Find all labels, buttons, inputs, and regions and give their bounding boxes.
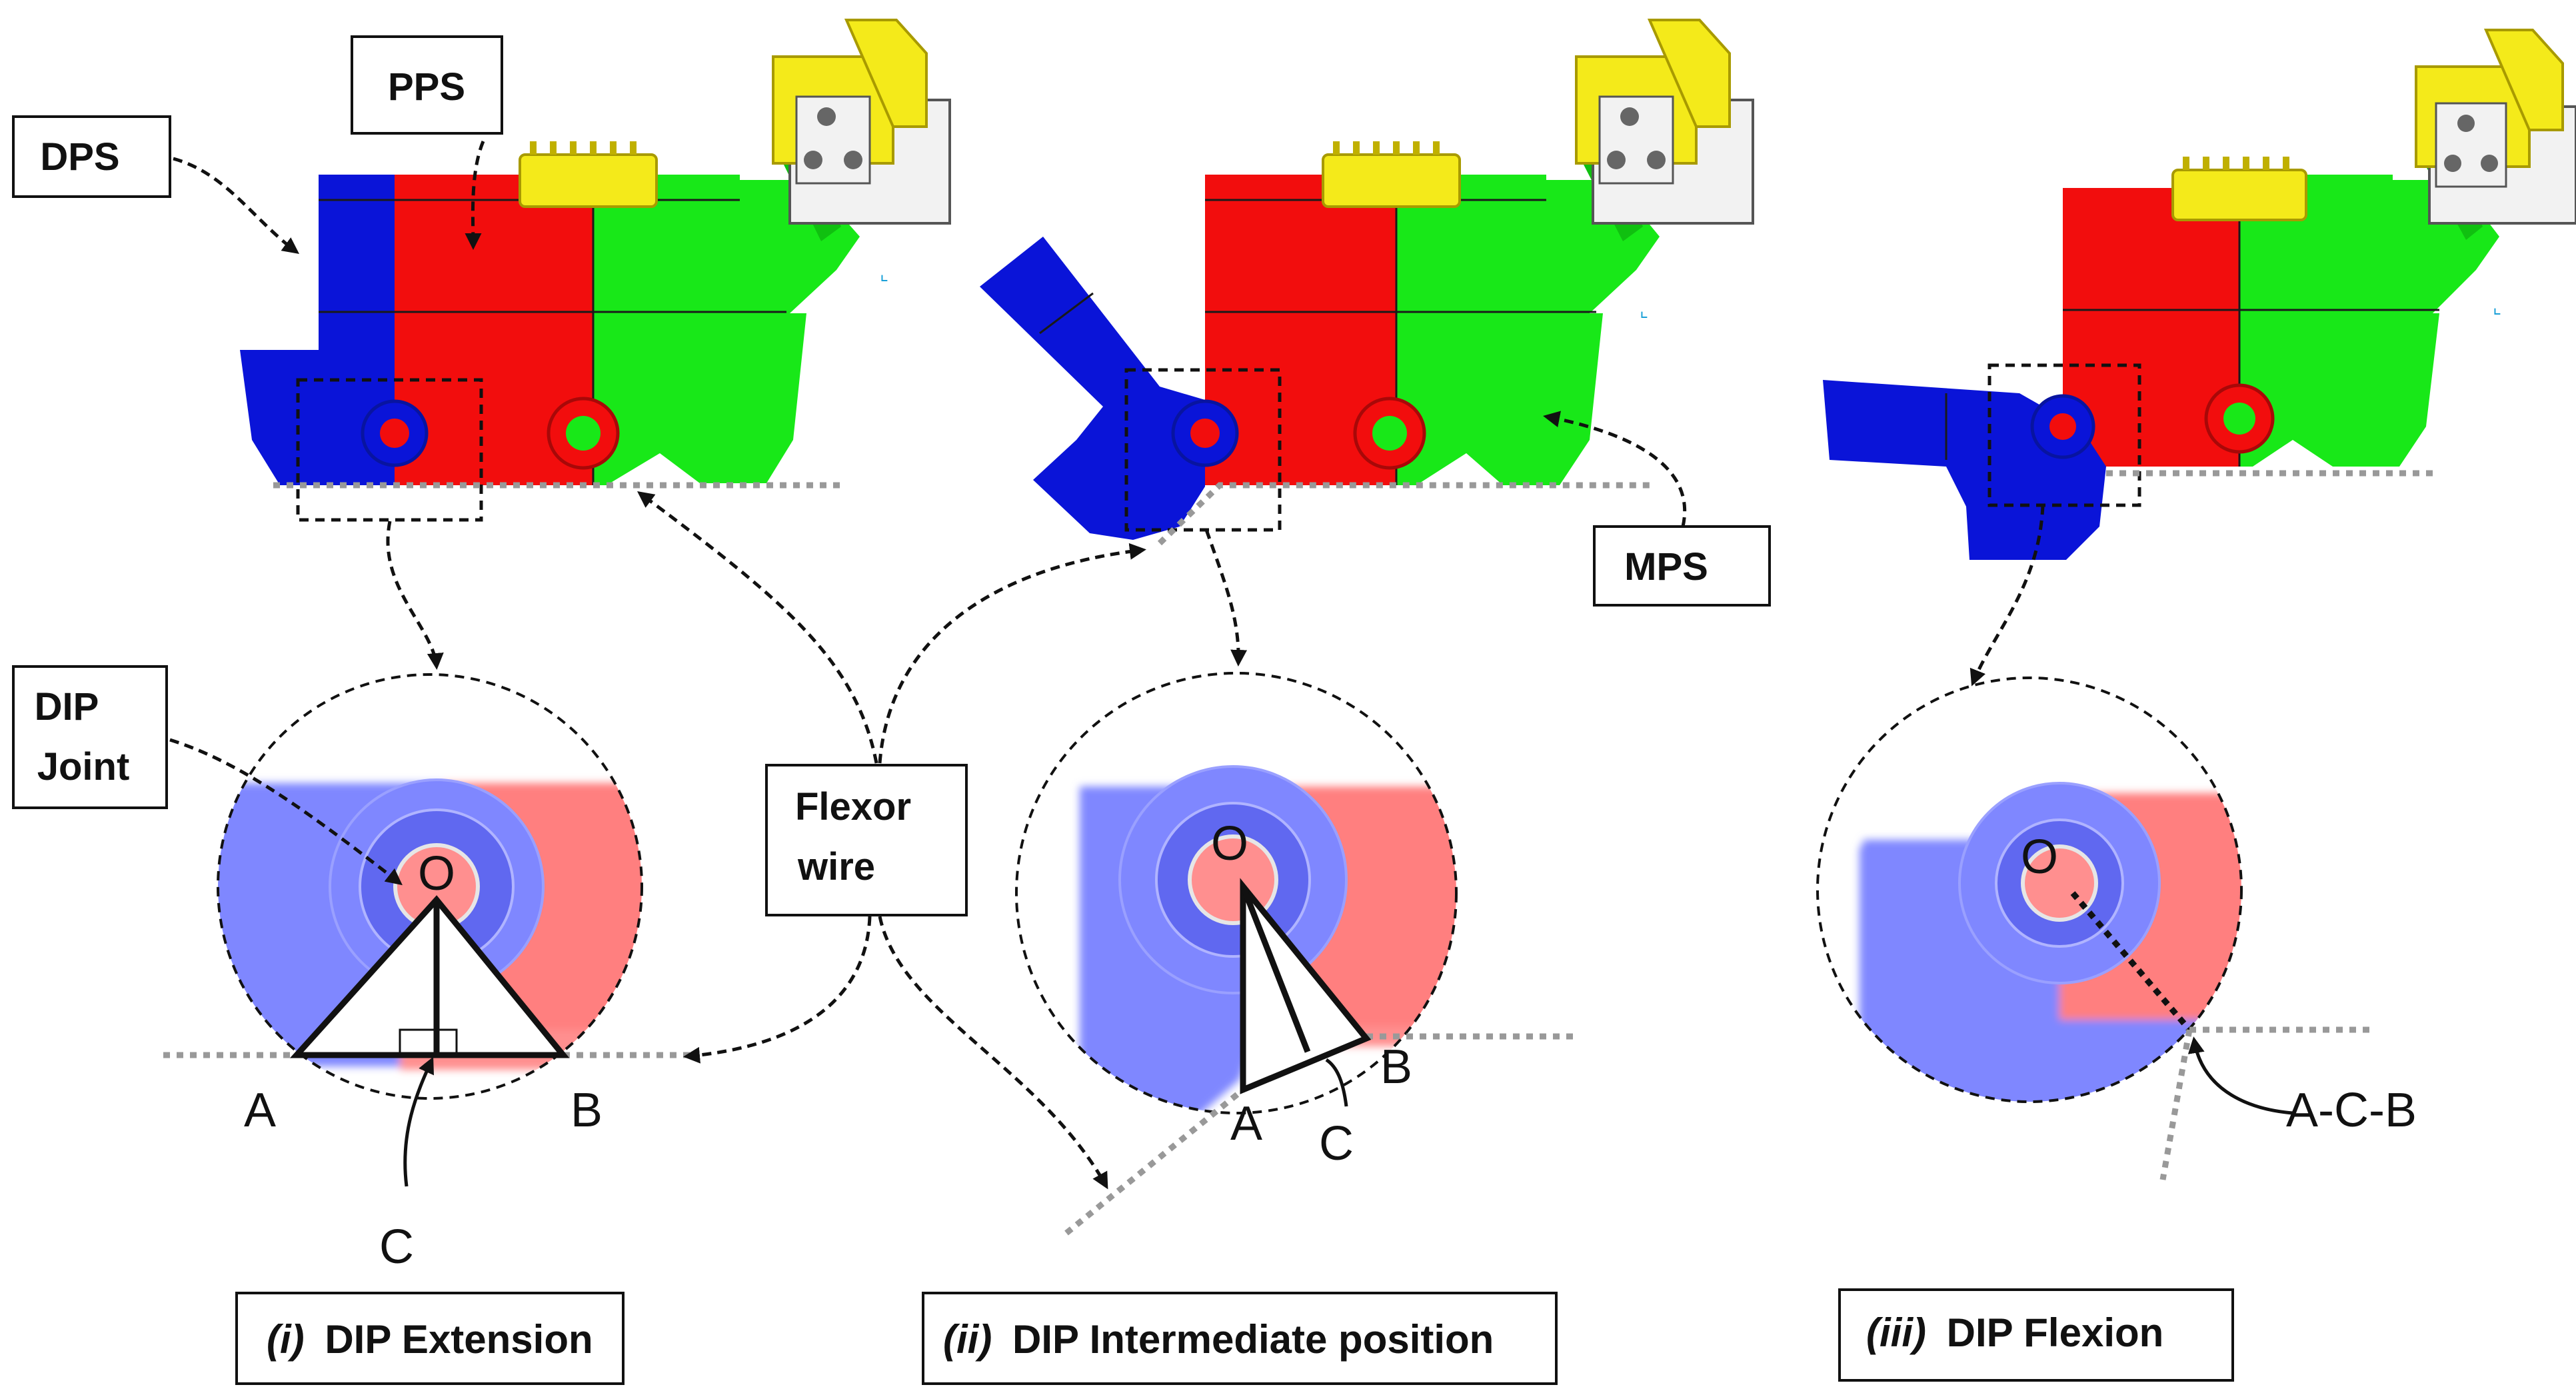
yellow-connector-icon (1322, 141, 1461, 208)
label-dip-joint: DIP Joint (12, 665, 168, 809)
flexor-leader-panel2-top (878, 543, 1146, 764)
svg-text:wire: wire (797, 845, 875, 888)
dip-joint-pin (361, 399, 429, 467)
svg-text:MPS: MPS (1624, 545, 1708, 589)
triangle-oab (1240, 878, 1372, 1094)
caption-panel1: (i) DIP Extension (235, 1292, 625, 1385)
flexor-wire-line (1157, 482, 1653, 546)
dps-leader (173, 157, 300, 254)
caption-panel2: (ii) DIP Intermediate position (922, 1292, 1558, 1385)
segment-line (1039, 292, 1094, 335)
yellow-connector-icon (2171, 157, 2307, 221)
base-block (772, 19, 951, 225)
svg-text:Joint: Joint (37, 745, 130, 788)
label-mps: MPS (1593, 525, 1771, 607)
zoom-arrows (169, 141, 2045, 1190)
dip-joint-pin (1171, 399, 1239, 467)
zoom-arrow-panel3 (1969, 505, 2045, 687)
svg-text:(ii) DIP Intermediate po: (ii) DIP Intermediate position (943, 1317, 1494, 1362)
segment-oc (1240, 885, 1311, 1053)
point-a: A (244, 1084, 276, 1137)
point-c: C (1319, 1117, 1354, 1170)
leader-c (1325, 1058, 1348, 1107)
dps-segment (240, 175, 395, 485)
pps-leader (465, 141, 485, 250)
joint-center (2021, 844, 2098, 922)
flexor-leader-panel1-bottom (683, 916, 872, 1064)
svg-text:DPS: DPS (40, 135, 119, 179)
pip-joint-pin (1353, 397, 1426, 470)
right-angle-mark (399, 1028, 458, 1056)
point-acb: A-C-B (2286, 1084, 2417, 1137)
panel2-cad-model: ⌞ (980, 19, 1754, 546)
base-block (2415, 29, 2576, 225)
axis-triad-icon: ⌞ (1640, 300, 1648, 321)
panel1-cad-model: ⌞ (240, 19, 951, 522)
zoom-ring (217, 673, 643, 1100)
svg-text:PPS: PPS (388, 65, 465, 109)
zoom-box (1124, 368, 1282, 532)
axis-triad-icon: ⌞ (880, 263, 888, 284)
point-b: B (571, 1084, 603, 1137)
svg-text:Flexor: Flexor (795, 785, 911, 828)
mps-leader (1543, 411, 1687, 527)
zoom-box (296, 378, 483, 522)
point-b: B (1380, 1040, 1412, 1094)
mps-segment (1396, 175, 1603, 485)
zoom-arrow-panel2 (1204, 529, 1248, 667)
svg-text:DIP: DIP (35, 685, 99, 728)
base-block (1575, 19, 1754, 225)
point-o: O (1211, 817, 1248, 870)
caption-panel3: (iii) DIP Flexion (1838, 1288, 2234, 1382)
zoom-ring (1015, 672, 1458, 1114)
label-pps: PPS (351, 35, 503, 135)
flexor-leader-panel1-top (637, 491, 878, 764)
mps-segment (593, 175, 806, 485)
segment-o-acb (2070, 891, 2192, 1032)
point-c: C (379, 1220, 414, 1274)
point-o: O (2021, 830, 2058, 884)
panel3-cad-model: ⌞ (1823, 29, 2576, 560)
svg-text:(i) DIP Extension: (i) DIP Extension (267, 1317, 593, 1362)
yellow-connector-icon (519, 141, 658, 208)
panel2-zoom: O A B C (1015, 672, 1580, 1236)
dip-joint-leader (169, 738, 403, 886)
pip-joint-pin (2204, 383, 2275, 454)
leader-acb (2187, 1036, 2293, 1115)
label-flexor-wire: Flexor wire (765, 764, 968, 916)
zoom-ring (1816, 677, 2243, 1103)
leader-c (403, 1056, 434, 1187)
panel1-zoom: O A B C (163, 673, 693, 1274)
label-dps: DPS (12, 115, 171, 198)
mps-segment (2239, 175, 2439, 467)
pip-joint-pin (547, 397, 620, 470)
flexor-leader-panel2-bottom (878, 916, 1108, 1190)
point-a: A (1230, 1097, 1262, 1150)
zoom-arrow-panel1 (386, 521, 444, 670)
svg-text:(iii) DIP Flexion: (iii) DIP Flexion (1866, 1310, 2163, 1355)
dps-segment (980, 237, 1205, 540)
dip-joint-pin (2030, 394, 2095, 459)
axis-triad-icon: ⌞ (2493, 297, 2501, 317)
panel3-zoom: O A-C-B (1816, 677, 2417, 1180)
flexor-wire-line (1064, 1087, 1245, 1236)
point-o: O (418, 847, 455, 900)
